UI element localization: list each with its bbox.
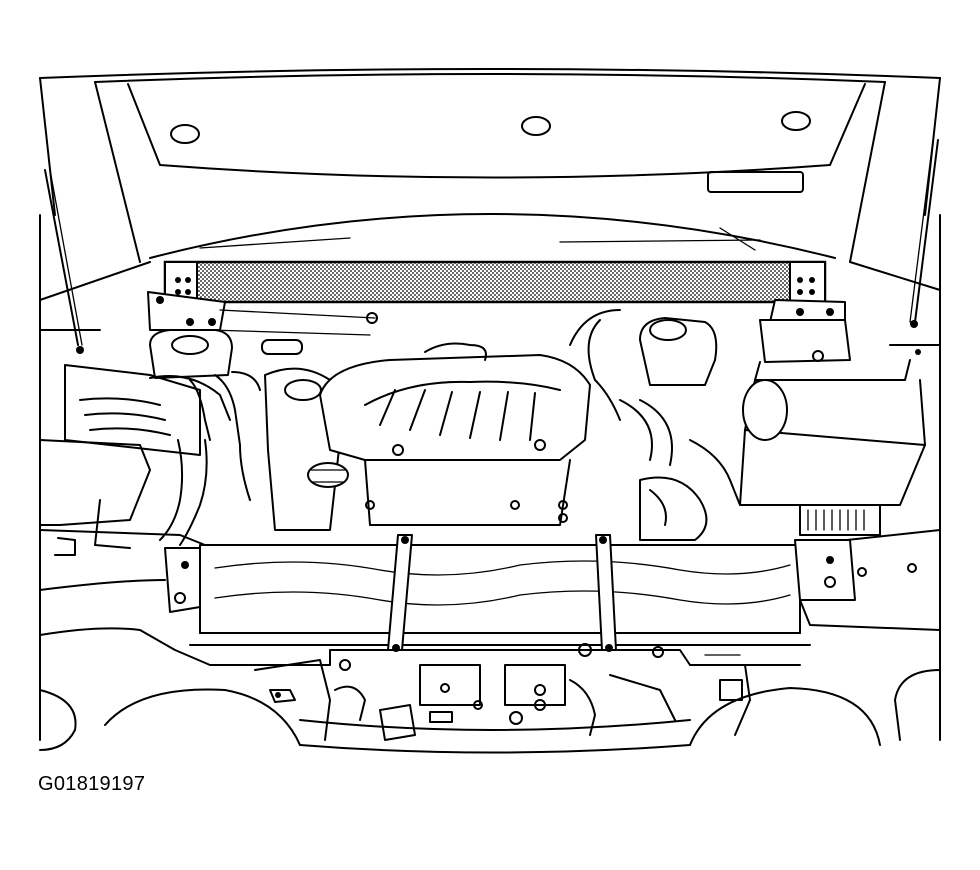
power-steering-reservoir xyxy=(569,309,718,466)
cowl-screen xyxy=(163,260,827,304)
hood-latch-area xyxy=(209,643,801,741)
hood-strut-left xyxy=(44,169,84,354)
fender-right xyxy=(849,214,941,741)
radiator-support xyxy=(39,529,941,666)
air-cleaner-housing-left xyxy=(39,364,231,556)
front-bumper xyxy=(39,669,941,754)
brake-fluid-reservoir xyxy=(149,329,303,379)
figure-caption: G01819197 xyxy=(38,773,146,795)
hood-panel xyxy=(39,68,941,263)
coolant-reservoir xyxy=(264,367,349,531)
right-cowl-bracket xyxy=(769,299,846,323)
fender-left xyxy=(39,214,151,741)
hood-strut-right xyxy=(909,139,939,328)
radiator-hose-left xyxy=(159,371,261,546)
intake-duct-right xyxy=(639,439,741,541)
engine-cover xyxy=(319,342,591,526)
air-cleaner-housing-right xyxy=(739,319,926,536)
